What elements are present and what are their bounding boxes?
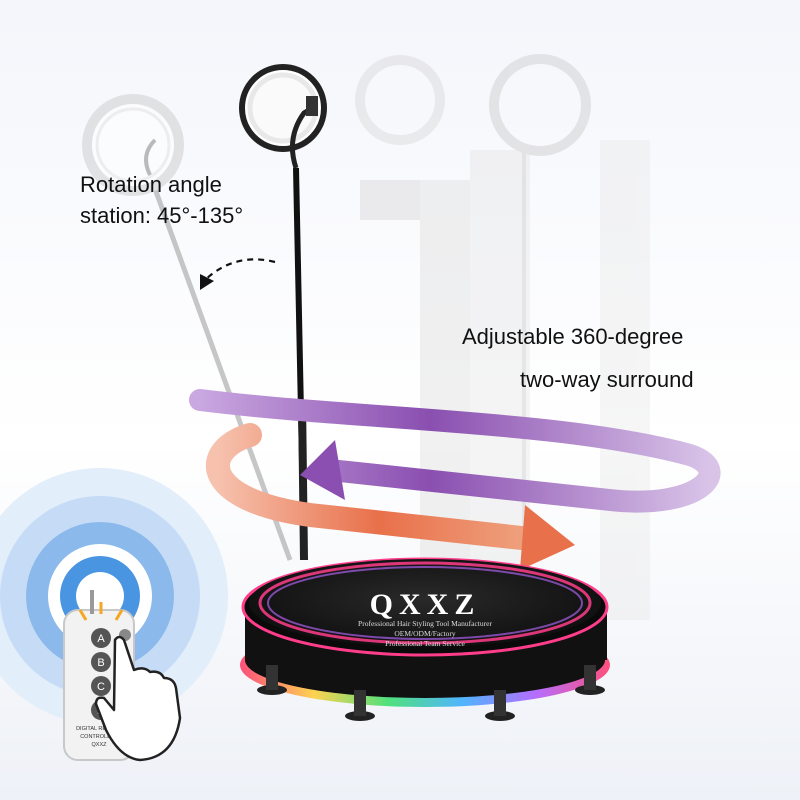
- remote-button-c: C: [97, 681, 105, 693]
- remote-caption-1: DIGITAL REMOTE: [76, 726, 122, 732]
- rotating-platform: [240, 557, 610, 721]
- ring-light-stand: [239, 64, 327, 561]
- remote-button-a: A: [97, 633, 105, 645]
- purple-swirl-arrow: [189, 389, 721, 513]
- orange-swirl-arrow: [205, 423, 575, 570]
- adjustable-label-line1: Adjustable 360-degree: [462, 324, 684, 349]
- rotation-angle-label: Rotation angle station: 45°-135°: [80, 170, 310, 232]
- platform-tagline-3: Professional Team Service: [385, 639, 465, 648]
- rotation-label-line1: Rotation angle: [80, 172, 222, 197]
- platform-tagline-1: Professional Hair Styling Tool Manufactu…: [358, 619, 492, 628]
- remote-button-b: B: [97, 657, 104, 669]
- pointing-hand-icon: [94, 635, 182, 762]
- ghost-stand-right: [355, 54, 650, 620]
- adjustable-label-line2: two-way surround: [520, 367, 694, 392]
- rotation-label-line2: station: 45°-135°: [80, 202, 244, 228]
- remote-caption-2: CONTROLLER: [80, 734, 118, 740]
- platform-tagline-2: OEM/ODM/Factory: [394, 629, 455, 638]
- tilted-stand: [82, 94, 293, 561]
- remote-caption-3: QXXZ: [92, 742, 108, 748]
- signal-waves: [0, 468, 228, 724]
- platform-brand: QXXZ: [370, 588, 481, 621]
- rotation-arrow: [200, 258, 276, 290]
